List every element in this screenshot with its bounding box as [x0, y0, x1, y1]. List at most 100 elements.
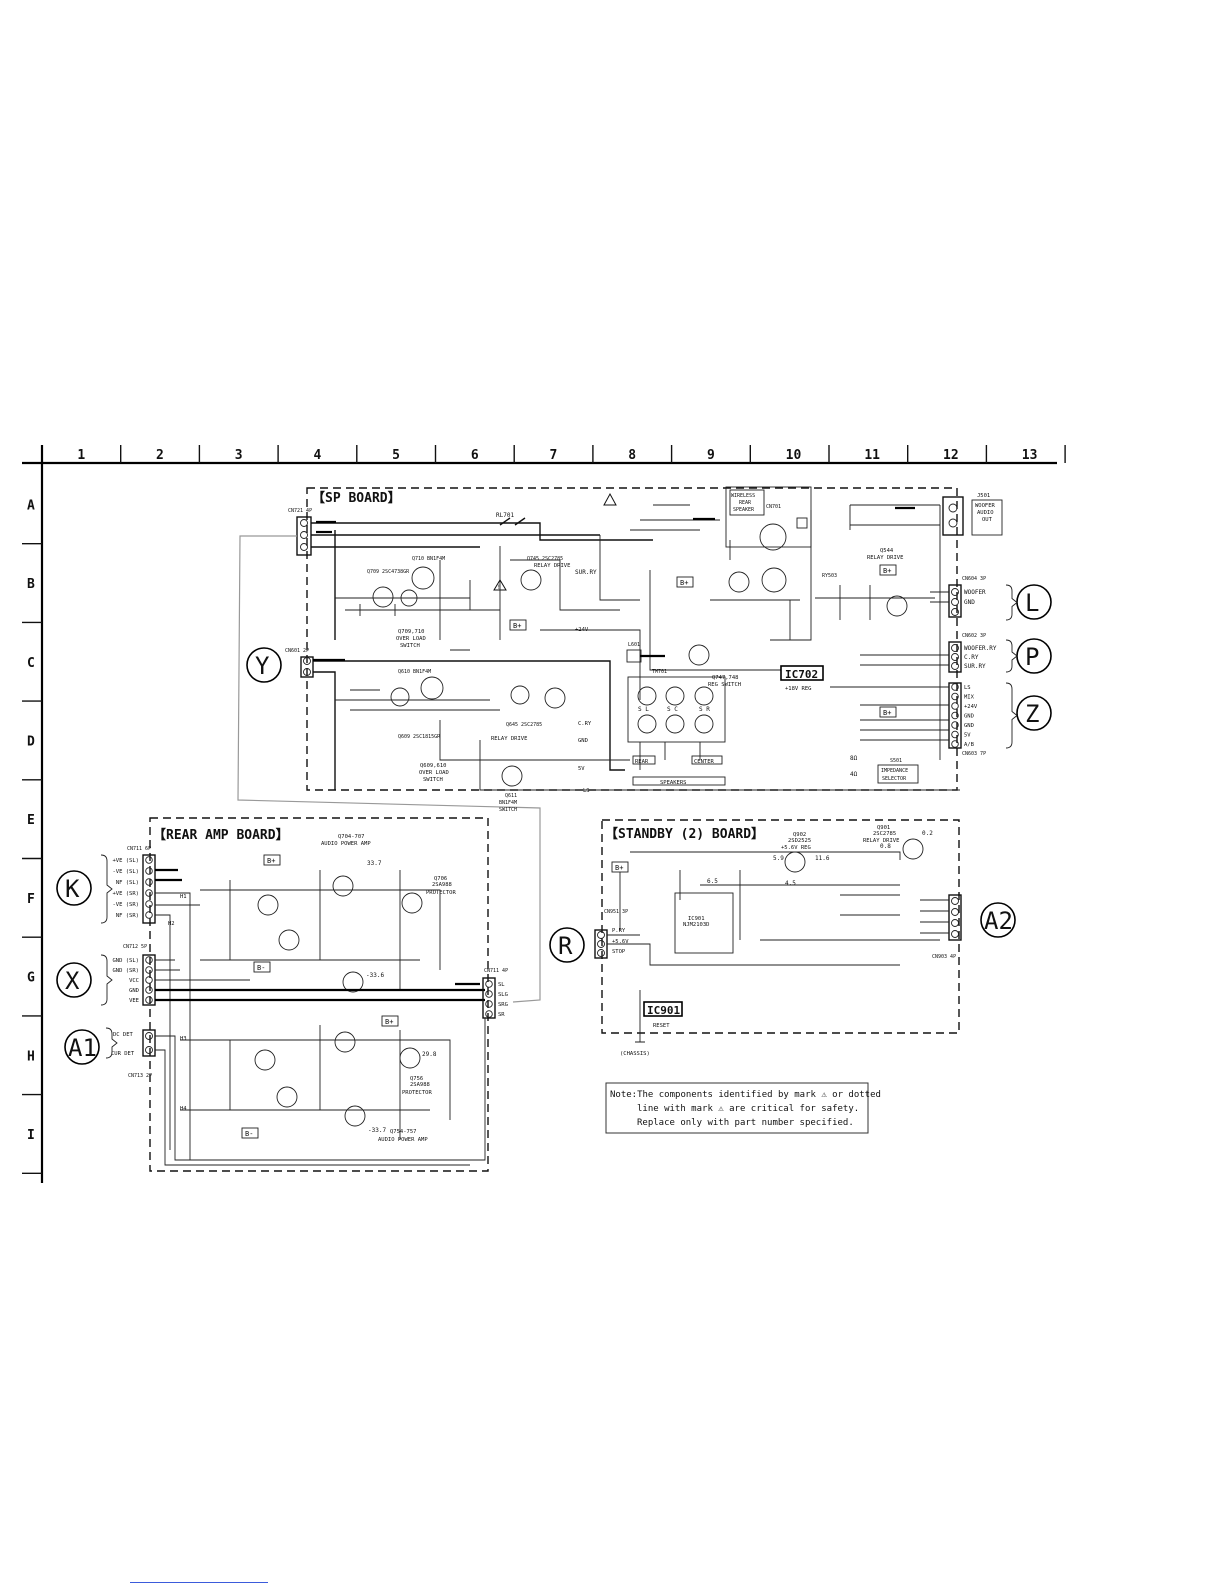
rl701-label: RL701	[496, 512, 514, 519]
pin	[145, 878, 153, 886]
sr-label: S R	[699, 706, 710, 713]
bplus-label: B+	[680, 579, 688, 587]
pin-label: A/B	[964, 742, 975, 748]
pin-label: VEE	[129, 998, 139, 1004]
plus24-label: +24V	[575, 627, 589, 633]
v3-label: 29.8	[422, 1051, 437, 1058]
pin-label: +VE (SR)	[113, 891, 140, 897]
k-connector-pins: +VE (SL)-VE (SL)NF (SL)+VE (SR)-VE (SR)N…	[113, 856, 153, 919]
connector-letter: Z	[1025, 700, 1039, 728]
pin-label: LS	[964, 685, 971, 691]
rear-amp-board: 【REAR AMP BOARD】 Q704-707 AUDIO POWER AM…	[111, 817, 508, 1172]
cn721-label: CN721 4P	[288, 508, 312, 514]
speakers-label: SPEAKERS	[660, 780, 687, 786]
ic702-sub: +18V REG	[785, 686, 812, 692]
safety-note: Note:The components identified by mark ⚠…	[605, 1082, 881, 1134]
bplus-label: B+	[883, 567, 891, 575]
pin	[145, 976, 153, 984]
row-label: I	[27, 1128, 35, 1143]
v-11-6-label: 11.6	[815, 855, 830, 862]
h-label: H2	[168, 921, 175, 927]
pin	[145, 996, 153, 1004]
note-line-2: line with mark ⚠ are critical for safety…	[637, 1104, 859, 1114]
cn712-label: CN712 5P	[123, 944, 147, 950]
note-line-1: Note:The components identified by mark ⚠…	[610, 1090, 881, 1100]
ic901-sub: RESET	[653, 1023, 670, 1029]
pin	[485, 1000, 493, 1008]
pin	[485, 980, 493, 988]
standby-board-title: 【STANDBY (2) BOARD】	[605, 826, 764, 842]
pin	[951, 711, 959, 720]
ry503-label: RY503	[822, 573, 837, 579]
connector-circle	[549, 927, 585, 963]
bplus-label: B+	[615, 864, 623, 872]
connector-circle	[980, 902, 1016, 938]
pin	[951, 692, 959, 701]
r-pin-3: STOP	[612, 949, 626, 955]
brace	[1005, 584, 1018, 621]
brace	[1005, 639, 1018, 673]
cn701-label: CN701	[766, 504, 781, 510]
row-label: F	[27, 892, 35, 907]
sur-ry-2-label: SUR.RY	[964, 663, 986, 670]
pin	[951, 683, 959, 691]
ls-label: LS	[583, 788, 590, 794]
cn711-label: CN711 6P	[127, 846, 151, 852]
q610-label: Q610 BN1F4M	[398, 669, 431, 675]
a1-pin-1: DC DET	[113, 1032, 134, 1038]
pin-label: SR	[498, 1012, 505, 1018]
pin	[145, 911, 153, 919]
pin	[485, 1010, 493, 1018]
pin	[145, 889, 153, 897]
row-label: D	[27, 734, 35, 749]
cn603-label: CN603 7P	[962, 751, 986, 757]
pin	[145, 900, 153, 908]
column-label: 7	[550, 448, 558, 463]
rear-board-title: 【REAR AMP BOARD】	[153, 827, 289, 843]
sl-label: S L	[638, 706, 649, 713]
cn604-label: CN604 3P	[962, 576, 986, 582]
column-label: 6	[471, 448, 479, 463]
connector-letter: A2	[984, 907, 1013, 935]
protector-label: Q706 2SA988 PROTECTOR	[426, 876, 456, 896]
pin-label: MIX	[964, 695, 975, 701]
q709-label: Q709 2SC4738GR	[367, 569, 410, 575]
footer-link-underline[interactable]	[130, 1582, 268, 1583]
rear-label: REAR	[635, 759, 649, 765]
column-label: 5	[392, 448, 400, 463]
sur-ry-label: SUR.RY	[575, 569, 597, 576]
q609-610-caption: Q609,610 OVER LOAD SWITCH	[419, 763, 452, 783]
sc-label: S C	[667, 706, 678, 713]
cn713-label: CN713 2P	[128, 1073, 152, 1079]
pin-label: 5V	[964, 733, 971, 739]
warning-mark: !	[497, 584, 501, 591]
v-0-2-label: 0.2	[922, 830, 933, 837]
connector-letter: P	[1025, 643, 1039, 671]
chassis-label: (CHASSIS)	[620, 1051, 650, 1057]
connector-letter: K	[65, 875, 80, 903]
wireless-label: WIRELESS REAR SPEAKER	[731, 493, 758, 513]
q754-label: Q754-757 AUDIO POWER AMP	[378, 1129, 428, 1143]
pin-label: VCC	[129, 978, 139, 984]
bplus-label: B+	[385, 1018, 393, 1026]
brace	[105, 1027, 118, 1059]
a1-pin-2: CUR DET	[111, 1051, 135, 1057]
pin-label: SL	[498, 982, 505, 988]
h-label: H4	[180, 1106, 187, 1112]
standby-board: 【STANDBY (2) BOARD】 Q902 2SD2525 +5.6V R…	[594, 819, 962, 1057]
pin	[951, 721, 959, 729]
connector-circle	[1016, 695, 1052, 731]
cn602-label: CN602 3P	[962, 633, 986, 639]
cn903-label: CN903 4P	[932, 954, 956, 960]
woofer-label: WOOFER	[964, 589, 986, 596]
ic901-part: IC901 NJM2103D	[683, 916, 710, 928]
connector-letter: L	[1025, 589, 1039, 617]
column-label: 12	[943, 448, 959, 463]
column-label: 10	[786, 448, 802, 463]
